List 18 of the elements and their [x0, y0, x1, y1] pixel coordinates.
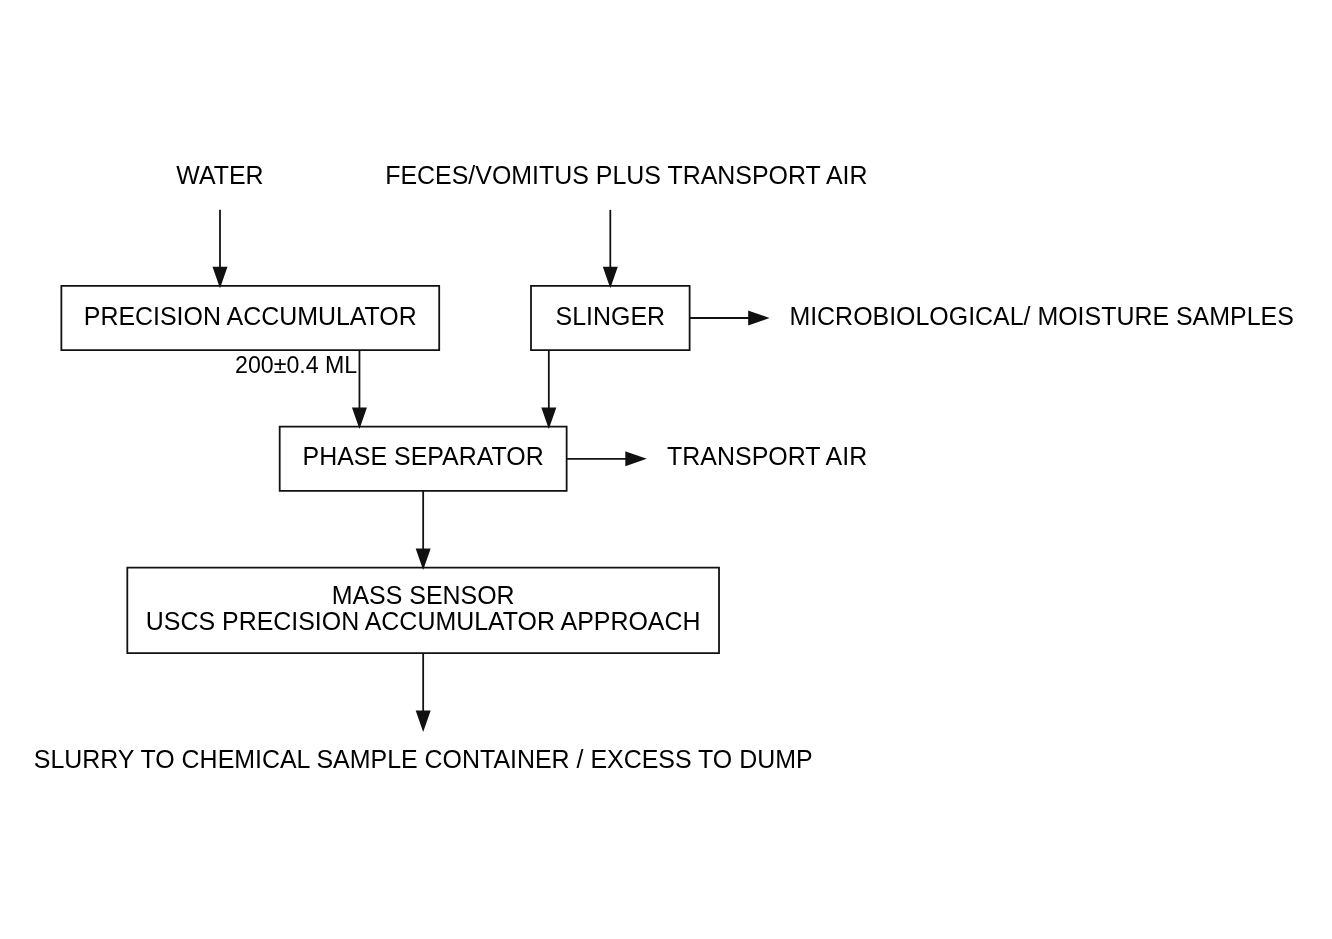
- arrow: [602, 208, 618, 289]
- node-box: PHASE SEPARATOR: [278, 425, 568, 492]
- node-text: TRANSPORT AIR: [667, 442, 868, 471]
- arrow: [566, 451, 647, 467]
- edge-label: 200±0.4 ML: [235, 352, 358, 379]
- node-text: SLURRY TO CHEMICAL SAMPLE CONTAINER / EXCESS TO DUMP: [33, 745, 813, 774]
- node-box: SLINGER: [530, 285, 691, 351]
- arrow: [541, 349, 557, 430]
- node-box: PRECISION ACCUMULATOR: [60, 285, 441, 351]
- arrow: [212, 208, 228, 289]
- arrow: [351, 349, 367, 430]
- node-text: FECES/VOMITUS PLUS TRANSPORT AIR: [385, 160, 868, 189]
- arrow: [415, 652, 431, 732]
- arrow: [689, 310, 770, 326]
- node-text: MICROBIOLOGICAL/ MOISTURE SAMPLES: [789, 301, 1294, 330]
- node-box: MASS SENSOR USCS PRECISION ACCUMULATOR APPROACH: [126, 566, 720, 654]
- node-text: WATER: [176, 160, 264, 189]
- arrow: [415, 490, 431, 570]
